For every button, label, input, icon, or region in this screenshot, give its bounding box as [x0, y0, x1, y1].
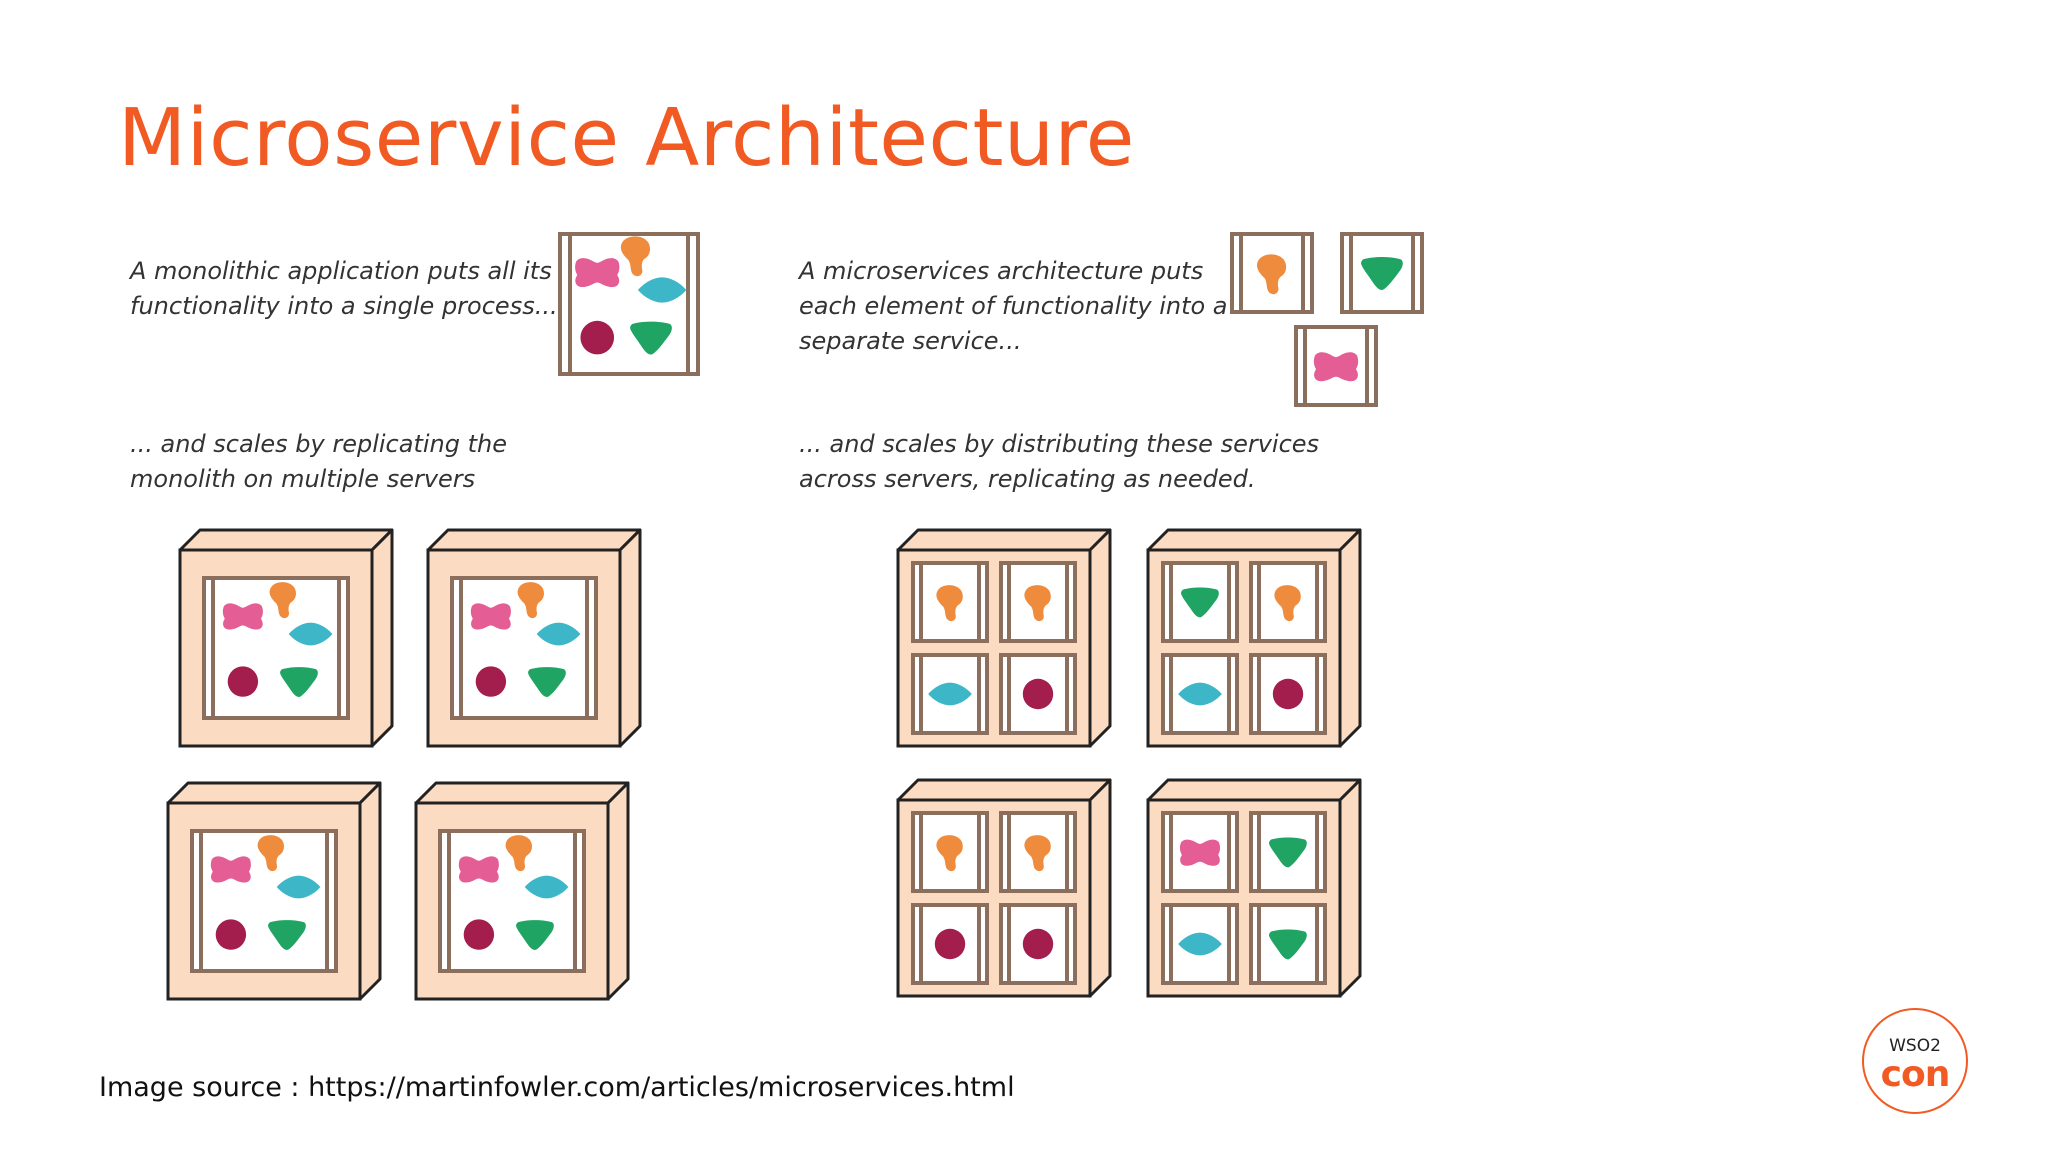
- service-instance: [1249, 903, 1327, 985]
- service-instance: [999, 811, 1077, 893]
- orange-blob-icon: [936, 585, 963, 622]
- service-instance: [1249, 811, 1327, 893]
- orange-blob-icon: [517, 582, 544, 619]
- service-instance: [1161, 903, 1239, 985]
- microservice-2: [1340, 232, 1424, 314]
- green-triangle-icon: [630, 321, 672, 355]
- cyan-diamond-icon: [524, 875, 569, 899]
- monolith-server-1: [178, 528, 394, 748]
- green-triangle-icon: [268, 920, 306, 950]
- service-instance: [999, 561, 1077, 643]
- pink-blob-icon: [210, 856, 251, 883]
- wso2con-logo: WSO2 con: [1862, 1008, 1968, 1114]
- pink-blob-icon: [1179, 839, 1221, 866]
- caption-micro-process: A microservices architecture puts each e…: [799, 257, 1228, 355]
- green-triangle-icon: [516, 920, 554, 950]
- maroon-circle-icon: [1022, 928, 1054, 960]
- orange-blob-icon: [620, 236, 651, 277]
- microservice-server-1: [896, 528, 1112, 748]
- maroon-circle-icon: [1272, 678, 1304, 710]
- maroon-circle-icon: [1022, 678, 1054, 710]
- pink-blob-icon: [1313, 352, 1359, 382]
- service-instance: [911, 811, 989, 893]
- service-instance: [1249, 561, 1327, 643]
- cyan-diamond-icon: [928, 682, 972, 706]
- orange-blob-icon: [1256, 254, 1287, 295]
- cyan-diamond-icon: [288, 622, 333, 646]
- image-source: Image source : https://martinfowler.com/…: [99, 1072, 1015, 1103]
- slide-title: Microservice Architecture: [118, 92, 1135, 184]
- caption-monolith-process: A monolithic application puts all its fu…: [130, 257, 558, 320]
- service-instance: [1161, 811, 1239, 893]
- pink-blob-icon: [470, 603, 511, 630]
- maroon-circle-icon: [475, 666, 507, 697]
- service-instance: [911, 561, 989, 643]
- cyan-diamond-icon: [536, 622, 581, 646]
- green-triangle-icon: [1269, 929, 1307, 960]
- caption-monolith-scale: ... and scales by replicating the monoli…: [130, 430, 507, 493]
- service-instance: [1249, 653, 1327, 735]
- pink-blob-icon: [458, 856, 499, 883]
- orange-blob-icon: [1024, 585, 1051, 622]
- service-instance: [911, 653, 989, 735]
- orange-blob-icon: [936, 835, 963, 872]
- green-triangle-icon: [280, 667, 318, 697]
- orange-blob-icon: [1274, 585, 1301, 622]
- pink-blob-icon: [222, 603, 263, 630]
- maroon-circle-icon: [934, 928, 966, 960]
- service-instance: [911, 903, 989, 985]
- orange-blob-icon: [505, 835, 532, 872]
- cyan-diamond-icon: [1178, 682, 1222, 706]
- maroon-circle-icon: [580, 320, 615, 355]
- green-triangle-icon: [1361, 256, 1403, 290]
- cyan-diamond-icon: [637, 277, 687, 303]
- monolith-server-4: [414, 781, 630, 1001]
- microservice-3: [1294, 325, 1378, 407]
- orange-blob-icon: [1024, 835, 1051, 872]
- orange-blob-icon: [269, 582, 296, 619]
- orange-blob-icon: [257, 835, 284, 872]
- microservice-server-2: [1146, 528, 1362, 748]
- green-triangle-icon: [1181, 587, 1219, 618]
- green-triangle-icon: [528, 667, 566, 697]
- maroon-circle-icon: [215, 919, 247, 950]
- maroon-circle-icon: [227, 666, 259, 697]
- cyan-diamond-icon: [276, 875, 321, 899]
- logo-wso2-text: WSO2: [1889, 1036, 1941, 1056]
- cyan-diamond-icon: [1178, 932, 1222, 956]
- service-instance: [999, 903, 1077, 985]
- monolith-server-3: [166, 781, 382, 1001]
- green-triangle-icon: [1269, 837, 1307, 868]
- maroon-circle-icon: [463, 919, 495, 950]
- service-instance: [1161, 561, 1239, 643]
- logo-con-text: con: [1880, 1054, 1951, 1095]
- monolith-server-2: [426, 528, 642, 748]
- monolith-app: [558, 232, 700, 376]
- microservice-server-3: [896, 778, 1112, 998]
- microservice-server-4: [1146, 778, 1362, 998]
- caption-micro-scale: ... and scales by distributing these ser…: [799, 430, 1320, 493]
- pink-blob-icon: [575, 258, 620, 288]
- microservice-1: [1230, 232, 1314, 314]
- service-instance: [999, 653, 1077, 735]
- service-instance: [1161, 653, 1239, 735]
